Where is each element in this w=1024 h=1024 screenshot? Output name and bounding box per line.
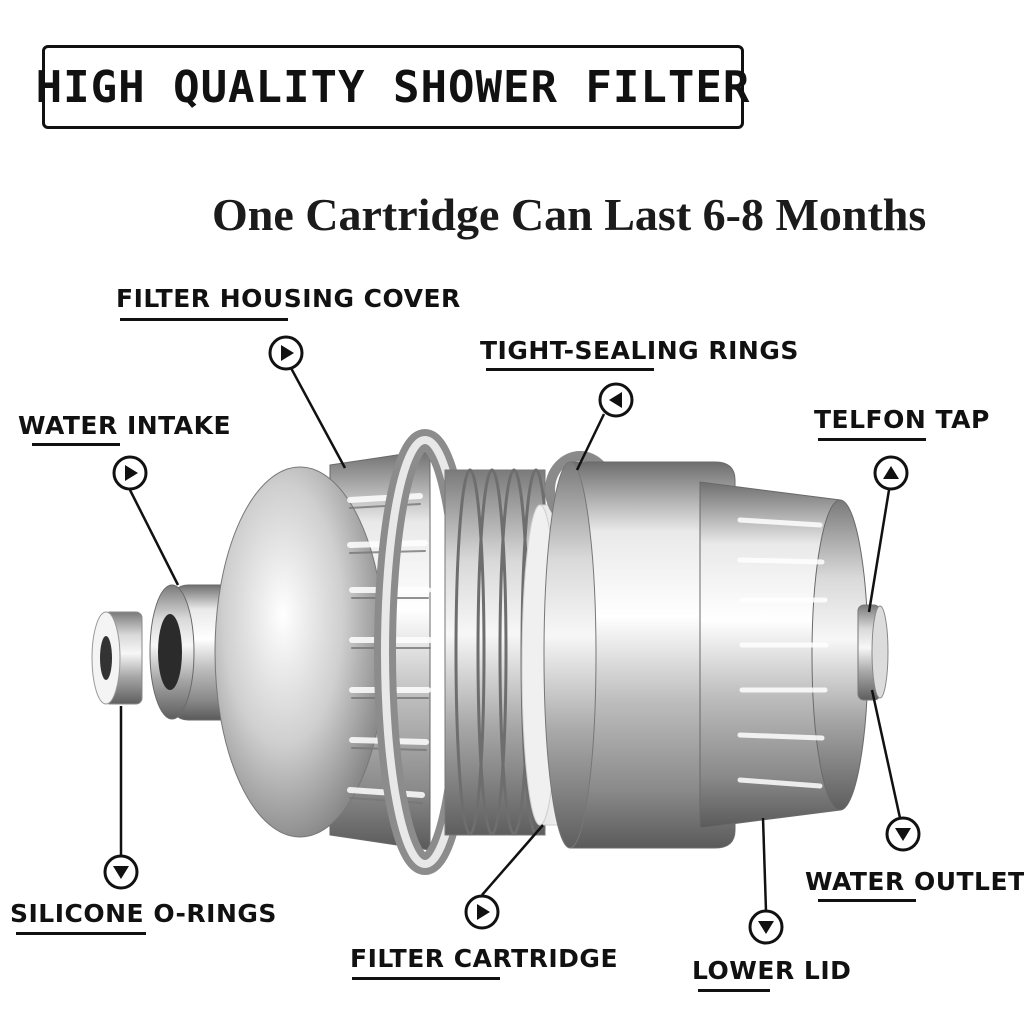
silicone-o-ring-part xyxy=(91,611,143,705)
marker-water-outlet xyxy=(885,816,921,852)
marker-silicone-o-rings xyxy=(103,854,139,890)
water-outlet-part xyxy=(857,604,889,701)
label-underline xyxy=(818,899,916,902)
label-underline xyxy=(352,977,500,980)
page-title: HIGH QUALITY SHOWER FILTER xyxy=(35,61,751,113)
label-water-intake: WATER INTAKE xyxy=(18,411,232,440)
label-filter-housing-cover: FILTER HOUSING COVER xyxy=(116,284,461,313)
label-underline xyxy=(16,932,146,935)
subtitle: One Cartridge Can Last 6-8 Months xyxy=(212,189,927,240)
label-lower-lid: LOWER LID xyxy=(692,956,852,985)
label-telfon-tap: TELFON TAP xyxy=(814,405,990,434)
label-underline xyxy=(818,438,926,441)
title-box: HIGH QUALITY SHOWER FILTER xyxy=(36,45,749,129)
marker-filter-housing-cover xyxy=(268,335,304,371)
callout-markers xyxy=(103,335,921,945)
label-underline xyxy=(120,318,288,321)
callout-lines xyxy=(119,367,902,912)
label-water-outlet: WATER OUTLET xyxy=(805,867,1024,896)
label-filter-cartridge: FILTER CARTRIDGE xyxy=(350,944,619,973)
marker-telfon-tap xyxy=(873,455,909,491)
marker-lower-lid xyxy=(748,909,784,945)
label-silicone-o-rings: SILICONE O-RINGS xyxy=(10,899,277,928)
label-underline xyxy=(32,443,120,446)
marker-filter-cartridge xyxy=(464,894,500,930)
marker-tight-sealing-rings xyxy=(598,382,634,418)
marker-water-intake xyxy=(112,455,148,491)
label-underline xyxy=(486,368,654,371)
lower-lid-part xyxy=(543,461,869,849)
label-underline xyxy=(698,989,770,992)
label-tight-sealing-rings: TIGHT-SEALING RINGS xyxy=(480,336,799,365)
